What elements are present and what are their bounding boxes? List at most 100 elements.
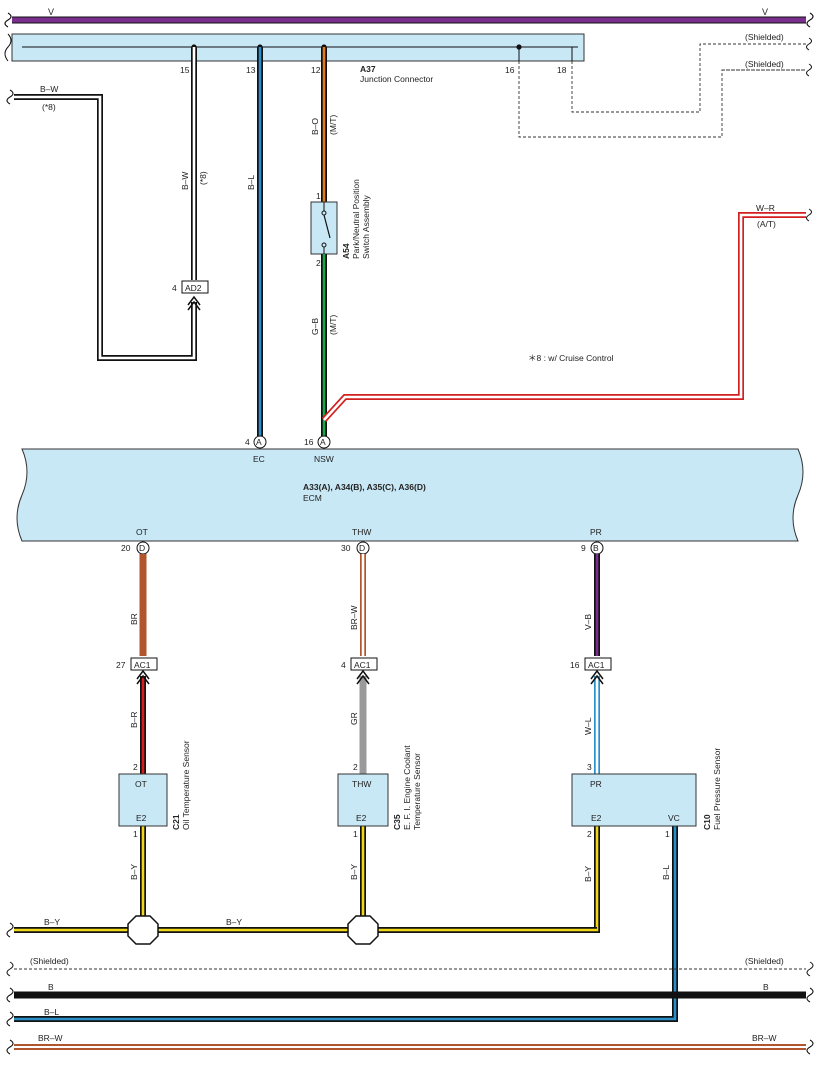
col1-sensor-name: Oil Temperature Sensor [181, 740, 191, 830]
col1-term-bot: E2 [136, 813, 147, 823]
col3-pin-top: 3 [587, 762, 592, 772]
col1-ac1-pin: 27 [116, 660, 126, 670]
brw-left-label: BR–W [38, 1033, 63, 1043]
gb-wire-nsw: G–B (M/T) [310, 254, 338, 436]
brw-bus: BR–W BR–W [6, 1033, 814, 1055]
shielded-lines-top: (Shielded) (Shielded) [518, 32, 812, 138]
bw-wire-pin15: B–W (*8) [180, 47, 208, 280]
col3-pin-vc: 1 [665, 829, 670, 839]
col3-wire-top: V–B [583, 614, 593, 630]
fuel-pressure-sensor-c10: 3 PR E2 VC 2 1 C10 Fuel Pressure Sensor [571, 748, 722, 839]
ecm-pr-pin: 9 [581, 543, 586, 553]
junction-connector-a37: 15 13 12 16 18 A37 Junction Connector [4, 33, 585, 84]
col1-sensor-code: C21 [171, 814, 181, 830]
junction-pin-13: 13 [246, 65, 256, 75]
ecm-nsw-pin: 16 [304, 437, 314, 447]
switch-pin-2: 2 [316, 258, 321, 268]
ecm-thw-name: THW [352, 527, 371, 537]
ecm-thw-conn: D [359, 543, 365, 553]
switch-name-1: Park/Neutral Position [351, 179, 361, 259]
b-right-label: B [763, 982, 769, 992]
col1-wires: BR B–R B–Y [129, 554, 150, 930]
gb-wire-note: (M/T) [328, 315, 338, 335]
ecm-terminal-pr: PR B 9 [581, 527, 604, 555]
col1-wire-mid: B–R [129, 711, 139, 728]
col1-pin-top: 2 [133, 762, 138, 772]
junction-name: Junction Connector [360, 74, 433, 84]
gb-wire-label: G–B [310, 318, 320, 335]
col3-wire-vc: B–L [661, 865, 671, 880]
col2-wire-mid: GR [349, 712, 359, 725]
col2-sensor-code: C35 [392, 814, 402, 830]
bo-wire-label: B–O [310, 118, 320, 135]
col1-term-top: OT [135, 779, 147, 789]
col2-ac1-pin: 4 [341, 660, 346, 670]
ecm-pr-conn: B [593, 543, 599, 553]
by-left-label: B–Y [44, 917, 60, 927]
bl-bus: B–L [6, 1007, 59, 1027]
footnote: ＊8 : w/ Cruise Control [528, 353, 614, 363]
shielded-bottom-right: (Shielded) [745, 956, 784, 966]
ecm-ec-conn: A [256, 437, 262, 447]
col3-wire-e2: B–Y [583, 866, 593, 882]
junction-pin-16: 16 [505, 65, 515, 75]
bw-wire-note: (*8) [198, 171, 208, 185]
junction-point-2 [347, 915, 379, 945]
switch-pin-1: 1 [316, 191, 321, 201]
junction-point-1 [127, 915, 159, 945]
col2-term-bot: E2 [356, 813, 367, 823]
col2-wires: BR–W GR B–Y [349, 554, 370, 930]
bl-wire-label: B–L [246, 175, 256, 190]
junction-pin-15: 15 [180, 65, 190, 75]
ad2-pin: 4 [172, 283, 177, 293]
ecm-ot-conn: D [139, 543, 145, 553]
ecm-terminal-ec: A 4 EC [245, 435, 267, 464]
col3-ac1-pin: 16 [570, 660, 580, 670]
connector-ad2: AD2 4 [172, 280, 209, 294]
left-bw-wire: B–W (*8) [6, 84, 201, 361]
col2-pin-top: 2 [353, 762, 358, 772]
left-wire-note: (*8) [42, 102, 56, 112]
ecm-ec-name: EC [253, 454, 265, 464]
junction-pin-18: 18 [557, 65, 567, 75]
col1-ac1-connector: AC1 27 [116, 657, 158, 671]
park-neutral-switch-a54: 1 2 A54 Park/Neutral Position Switch Ass… [310, 179, 371, 268]
bw-wire-label: B–W [180, 172, 190, 190]
top-bus-left-label: V [48, 7, 54, 17]
bl-wire-ec: B–L [246, 47, 263, 436]
col2-sensor-name-1: E. F. I. Engine Coolant [402, 745, 412, 830]
wr-wire: W–R (A/T) [321, 203, 812, 423]
ecm-pr-name: PR [590, 527, 602, 537]
shielded-line-bottom: (Shielded) (Shielded) [6, 956, 814, 977]
b-left-label: B [48, 982, 54, 992]
col1-ac1: AC1 [134, 660, 151, 670]
black-bus: B B [6, 982, 814, 1003]
col3-term-vc: VC [668, 813, 680, 823]
col1-wire-top: BR [129, 613, 139, 625]
ecm-nsw-conn: A [320, 437, 326, 447]
col2-sensor-name-2: Temperature Sensor [412, 753, 422, 830]
col3-sensor-name: Fuel Pressure Sensor [712, 748, 722, 830]
col2-term-top: THW [352, 779, 371, 789]
col2-ac1: AC1 [354, 660, 371, 670]
col1-wire-bot: B–Y [129, 864, 139, 880]
left-wire-label: B–W [40, 84, 58, 94]
col2-wire-top: BR–W [349, 605, 359, 630]
top-violet-bus: V V [4, 7, 814, 28]
col2-pin-bot: 1 [353, 829, 358, 839]
ecm-box: A33(A), A34(B), A35(C), A36(D) ECM [16, 448, 804, 542]
col3-term-e2: E2 [591, 813, 602, 823]
ecm-ot-pin: 20 [121, 543, 131, 553]
col3-ac1-connector: AC1 16 [570, 657, 612, 671]
switch-code: A54 [341, 243, 351, 259]
ecm-codes: A33(A), A34(B), A35(C), A36(D) [303, 482, 426, 492]
ecm-thw-pin: 30 [341, 543, 351, 553]
coolant-temperature-sensor-c35: 2 THW E2 1 C35 E. F. I. Engine Coolant T… [337, 745, 422, 839]
shielded-bottom-left: (Shielded) [30, 956, 69, 966]
junction-pin-12: 12 [311, 65, 321, 75]
col3-term-top: PR [590, 779, 602, 789]
brw-right-label: BR–W [752, 1033, 777, 1043]
wr-wire-label: W–R [756, 203, 775, 213]
col3-sensor-code: C10 [702, 814, 712, 830]
